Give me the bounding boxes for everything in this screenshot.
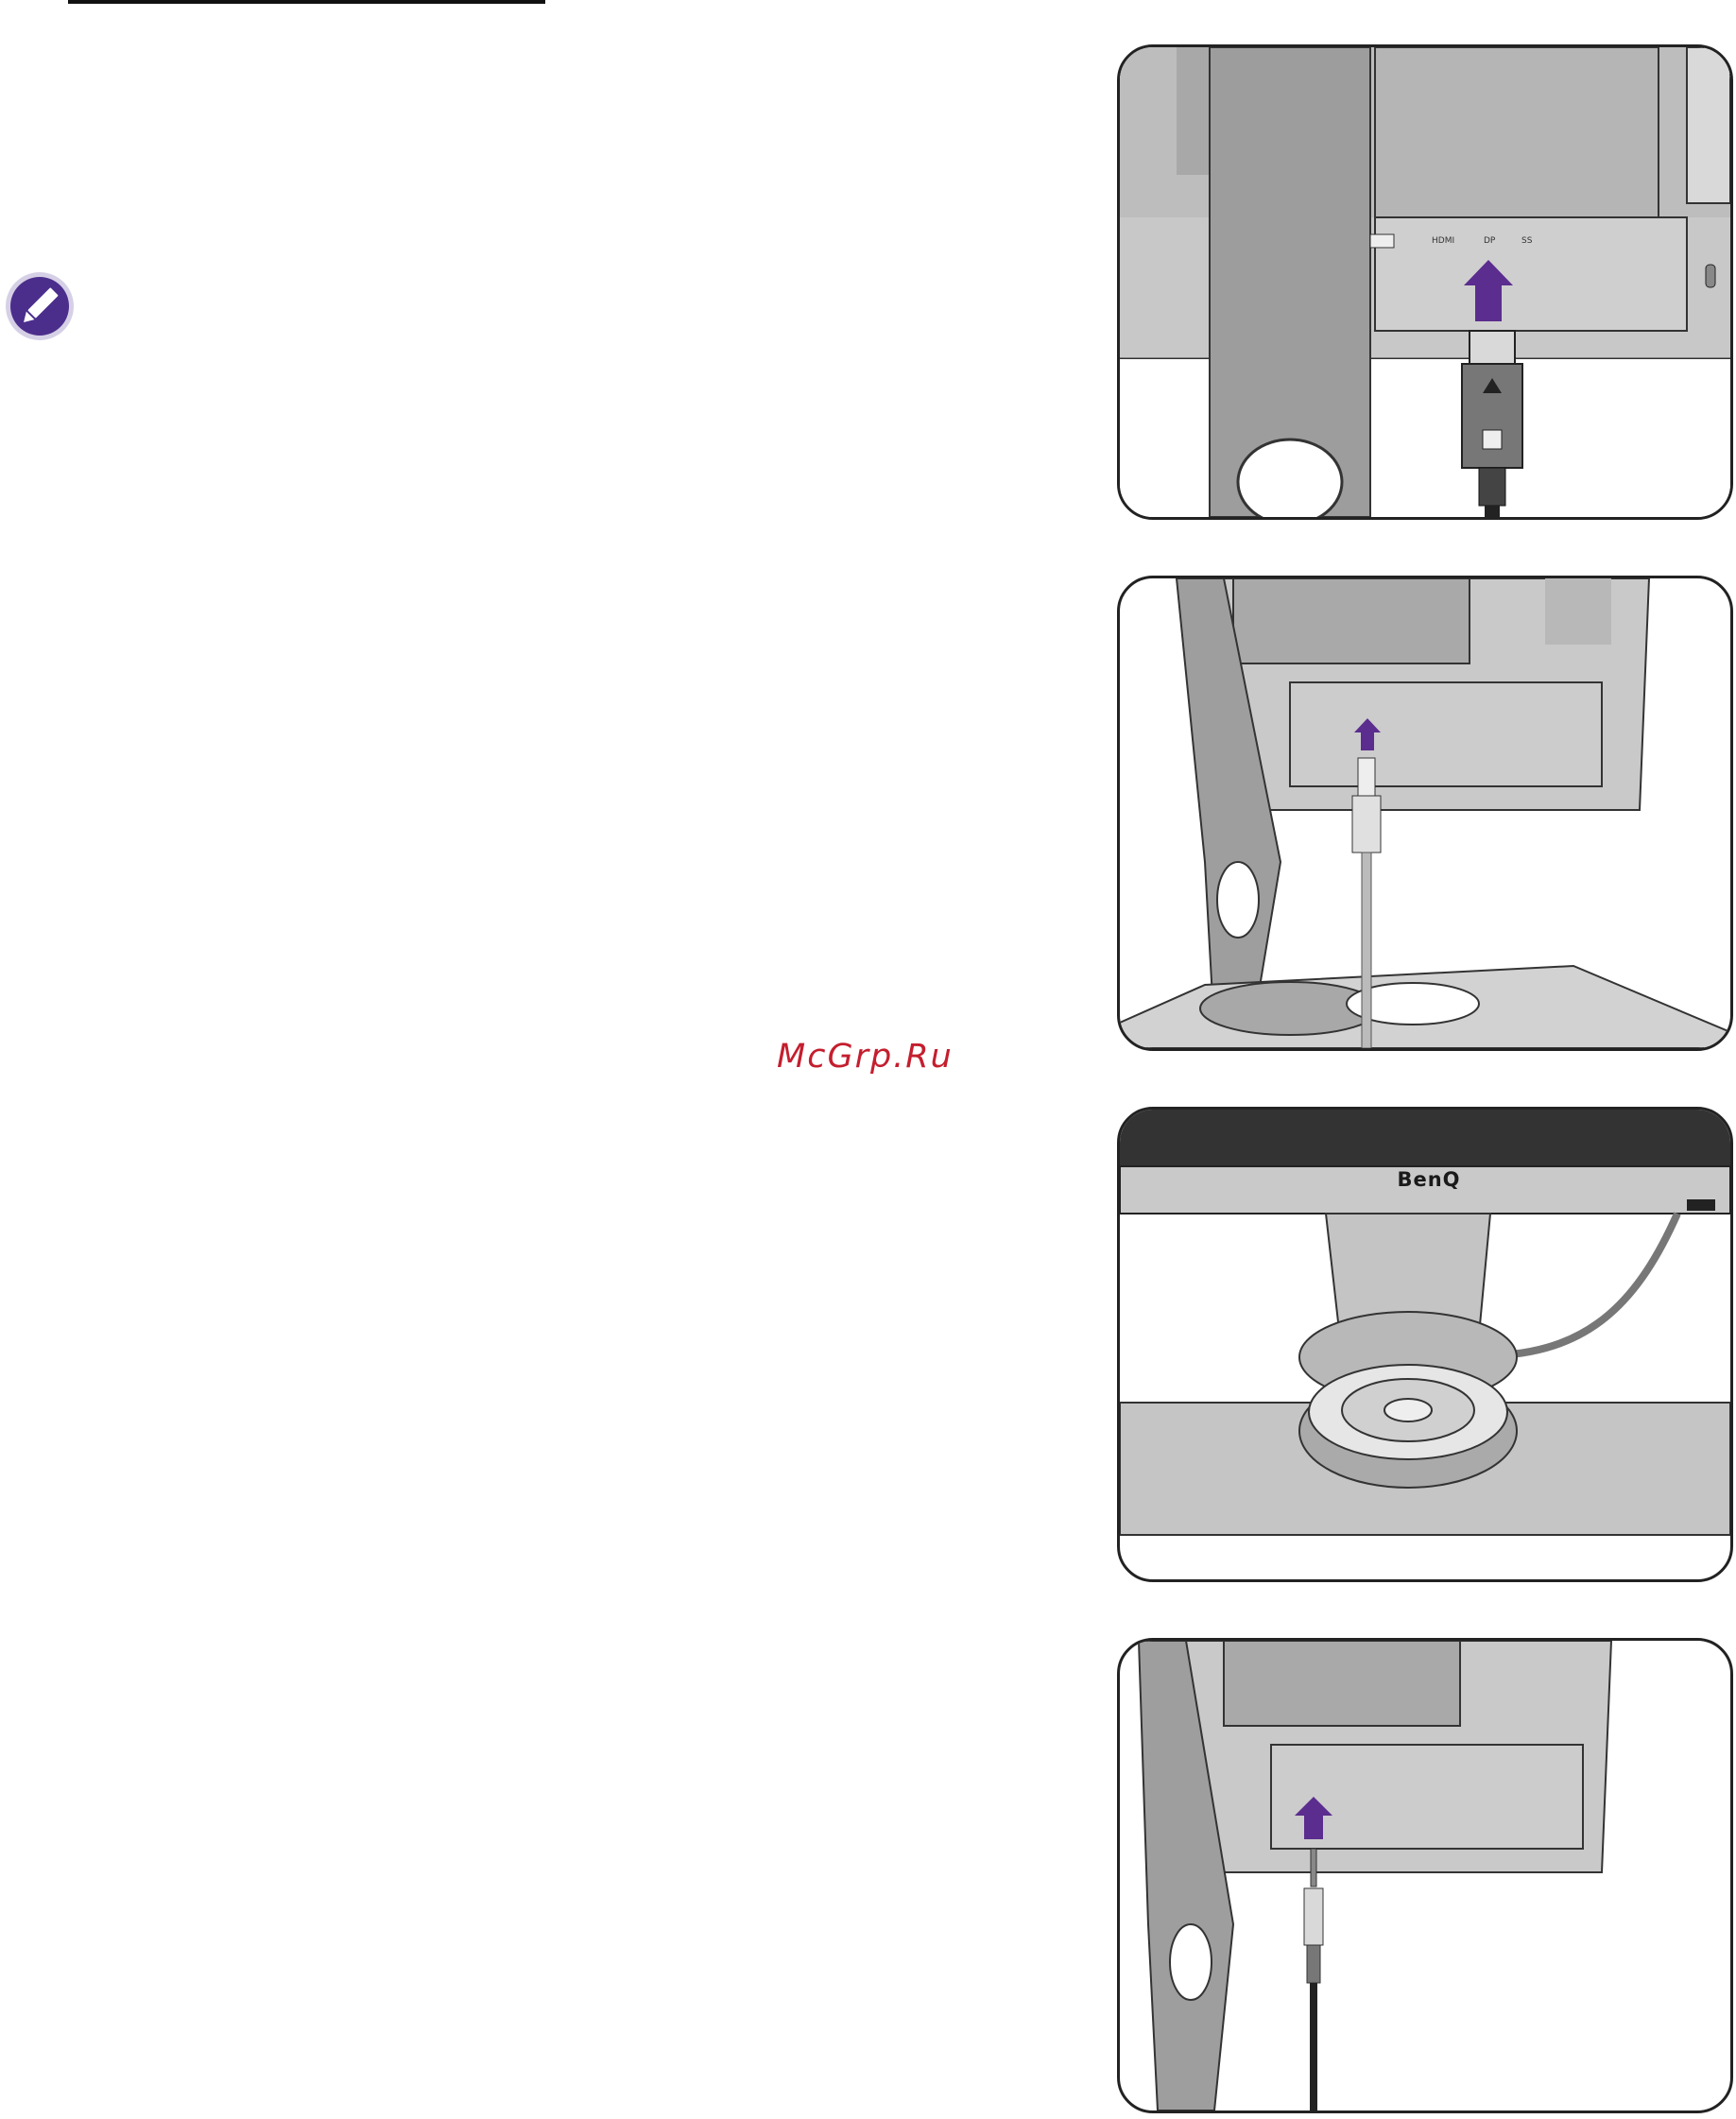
header-rule [68,0,545,4]
illustration-osd-controller: BenQ [1117,1107,1733,1582]
dp-port-label: DP [1484,236,1496,246]
illustration-usb [1117,576,1733,1051]
hdmi-port-label: HDMI [1432,236,1454,246]
brand-logo: BenQ [1386,1168,1471,1191]
watermark: McGrp.Ru [777,1038,985,1076]
usb-illustration [1120,578,1730,1048]
illustration-displayport: HDMI DP SS [1117,44,1733,520]
pencil-note-icon [4,270,76,342]
displayport-illustration: HDMI DP SS [1120,47,1730,517]
headphone-illustration [1120,1641,1730,2110]
illustration-headphone [1117,1638,1733,2113]
usb-ss-port-label: SS [1521,236,1533,246]
